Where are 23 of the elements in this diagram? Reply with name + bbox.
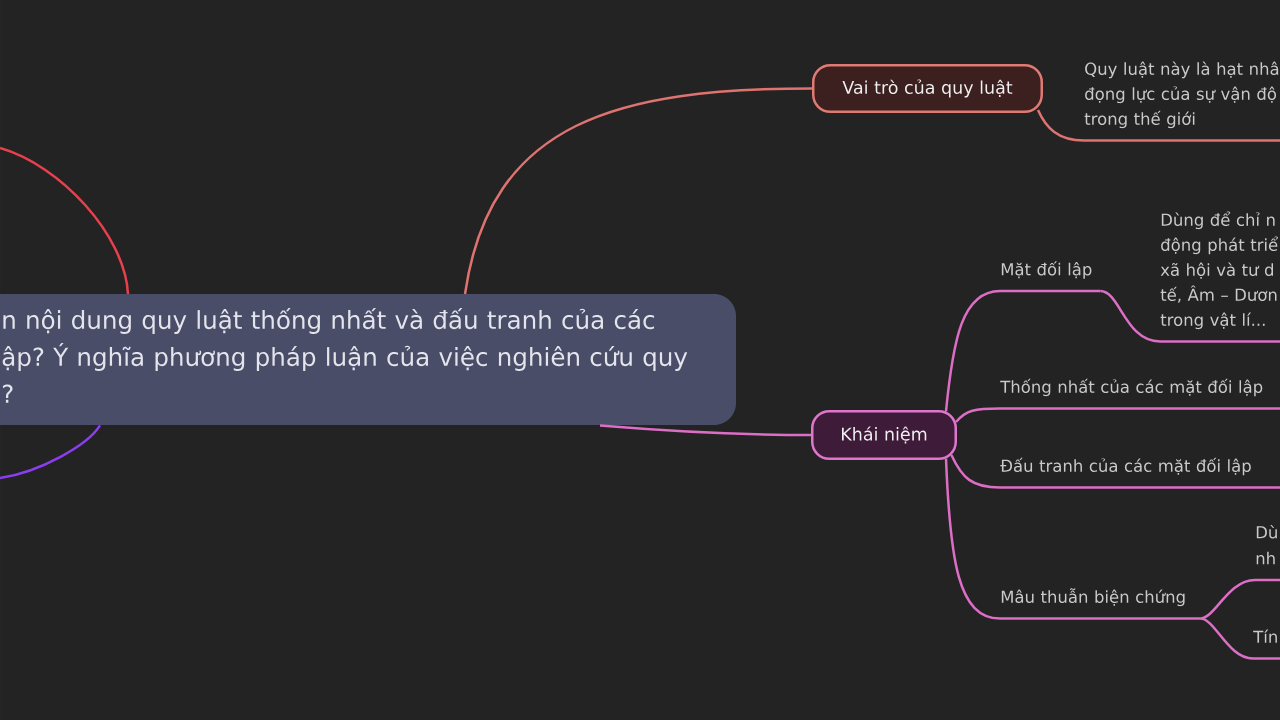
- branch-label: Đấu tranh của các mặt đối lập: [1000, 457, 1251, 476]
- branch-line: [0, 146, 130, 295]
- branch-line: [1200, 578, 1280, 620]
- branch-line: [1036, 109, 1280, 142]
- branch-line: [950, 454, 1280, 489]
- topic-box: n nội dung quy luật thống nhất và đấu tranh của các ập? Ý nghĩa phương pháp luận của việc nghiên cứu quy ?: [0, 294, 736, 425]
- branch-label: Tín: [1253, 629, 1277, 643]
- note-text: Quy luật này là hạt nhâ đọng lực của sự vận độ trong thế giới: [1084, 61, 1279, 129]
- branch-label: Mâu thuẫn biện chứng: [1001, 588, 1185, 607]
- branch-line: [944, 458, 1201, 620]
- branch-box: Khái niệm: [811, 410, 957, 460]
- note-text: Dùng để chỉ n động phát triể xã hội và tư d tế, Âm – Dươn trong vật lí...: [1160, 211, 1279, 330]
- branch-label: Thống nhất của các mặt đối lập: [1000, 378, 1263, 397]
- branch-label: Mặt đối lập: [1001, 261, 1092, 279]
- branch-line: [463, 87, 813, 295]
- branch-line: [1100, 289, 1280, 343]
- branch-line: [944, 289, 1101, 412]
- branch-box: Vai trò của quy luật: [812, 64, 1043, 113]
- branch-line: [599, 424, 811, 437]
- branch-line: [1200, 617, 1280, 660]
- branch-label: Dù nh: [1256, 525, 1277, 565]
- branch-line: [0, 424, 101, 480]
- branch-line: [955, 407, 1280, 423]
